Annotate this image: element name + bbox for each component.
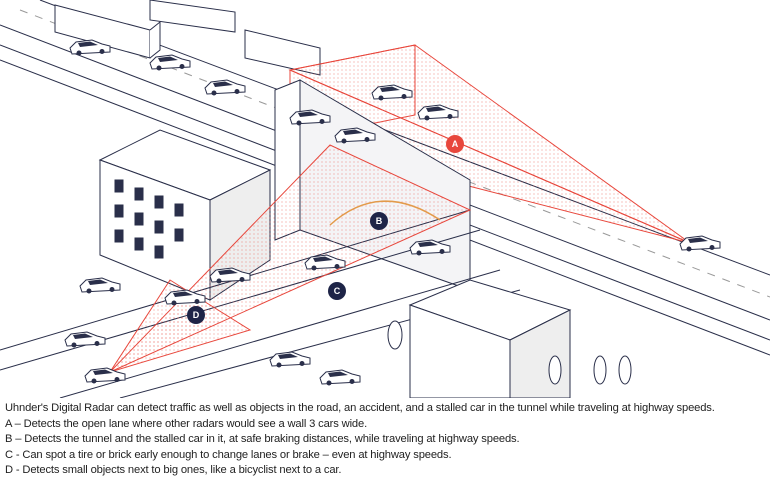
caption-item-d: D - Detects small objects next to big on…	[5, 464, 342, 477]
svg-text:D: D	[193, 310, 200, 320]
marker-a: A	[446, 135, 464, 153]
caption: Uhnder's Digital Radar can detect traffi…	[5, 401, 770, 479]
caption-item-c: C - Can spot a tire or brick early enoug…	[5, 448, 452, 461]
trucks	[54, 0, 321, 76]
caption-item-b: B – Detects the tunnel and the stalled c…	[5, 433, 520, 446]
radar-highway-illustration: A B C D	[0, 0, 770, 398]
svg-text:A: A	[452, 139, 459, 149]
caption-intro: Uhnder's Digital Radar can detect traffi…	[5, 402, 715, 414]
trees	[387, 320, 632, 385]
caption-item-a: A – Detects the open lane where other ra…	[5, 417, 368, 430]
svg-text:C: C	[334, 286, 341, 296]
svg-text:B: B	[376, 216, 383, 226]
tunnel-arch	[329, 200, 441, 226]
marker-b: B	[370, 212, 388, 230]
right-building	[408, 279, 572, 398]
marker-c: C	[328, 282, 346, 300]
marker-d: D	[187, 306, 205, 324]
radar-cone-d	[108, 279, 252, 373]
